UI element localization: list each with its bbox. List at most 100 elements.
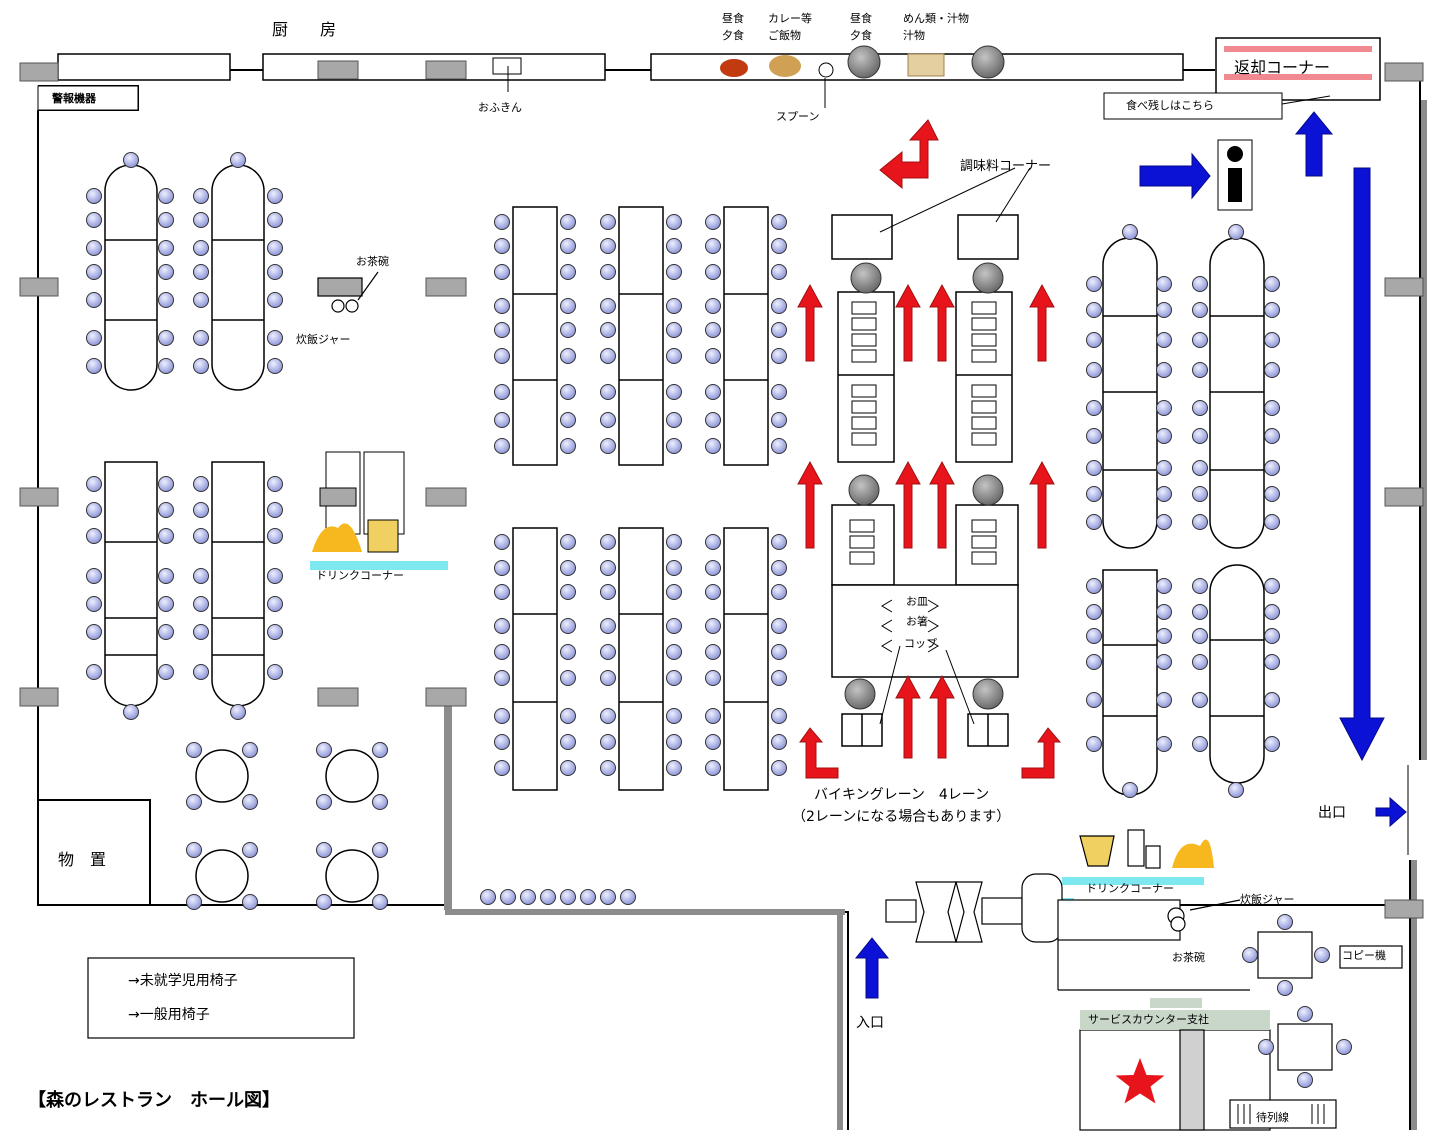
chair bbox=[158, 476, 174, 492]
legend-general-chair-label: →一般用椅子 bbox=[128, 1007, 210, 1023]
chair bbox=[1192, 332, 1208, 348]
chair bbox=[1086, 302, 1102, 318]
teacup-left-label: お茶碗 bbox=[356, 255, 389, 268]
chair bbox=[123, 704, 139, 720]
chair bbox=[666, 618, 682, 634]
chair bbox=[560, 734, 576, 750]
chair bbox=[600, 534, 616, 550]
legend-box bbox=[87, 957, 355, 1039]
chair bbox=[666, 708, 682, 724]
return-corner-label: 返却コーナー bbox=[1234, 58, 1331, 77]
chair bbox=[267, 188, 283, 204]
chair bbox=[158, 292, 174, 308]
chopsticks-label: お箸 bbox=[906, 615, 928, 628]
chair bbox=[1192, 628, 1208, 644]
chair bbox=[1156, 332, 1172, 348]
chair bbox=[1156, 628, 1172, 644]
chair bbox=[600, 708, 616, 724]
chair bbox=[86, 188, 102, 204]
legend-kids-chair-label: →未就学児用椅子 bbox=[128, 973, 238, 989]
chair bbox=[242, 742, 258, 758]
chair bbox=[158, 188, 174, 204]
chair bbox=[1192, 578, 1208, 594]
chair bbox=[158, 240, 174, 256]
chair bbox=[1122, 782, 1138, 798]
chair bbox=[1264, 302, 1280, 318]
chair bbox=[1192, 362, 1208, 378]
chair bbox=[494, 214, 510, 230]
chair bbox=[267, 664, 283, 680]
chair bbox=[1086, 362, 1102, 378]
chair bbox=[1086, 604, 1102, 620]
chair bbox=[771, 618, 787, 634]
chair bbox=[193, 292, 209, 308]
chair bbox=[1156, 692, 1172, 708]
chair bbox=[666, 238, 682, 254]
chair bbox=[1086, 400, 1102, 416]
chair bbox=[1156, 736, 1172, 752]
chair bbox=[1264, 276, 1280, 292]
chair bbox=[316, 742, 332, 758]
alarm-box bbox=[37, 85, 139, 111]
chair bbox=[494, 384, 510, 400]
chair bbox=[600, 734, 616, 750]
napkin-label: おふきん bbox=[478, 101, 522, 114]
chair bbox=[316, 894, 332, 910]
leader-lines bbox=[507, 66, 1031, 725]
chair bbox=[771, 298, 787, 314]
chair bbox=[666, 670, 682, 686]
chair bbox=[1192, 302, 1208, 318]
chair bbox=[1122, 224, 1138, 240]
seasoning-label: 調味料コーナー bbox=[960, 159, 1052, 174]
chair bbox=[230, 704, 246, 720]
chair bbox=[600, 298, 616, 314]
chair bbox=[1264, 428, 1280, 444]
chair bbox=[372, 742, 388, 758]
chair bbox=[771, 584, 787, 600]
chair bbox=[494, 348, 510, 364]
chair bbox=[267, 502, 283, 518]
chair bbox=[242, 842, 258, 858]
chair bbox=[1264, 514, 1280, 530]
chair bbox=[705, 214, 721, 230]
copier-label: コピー機 bbox=[1342, 949, 1386, 962]
chair bbox=[1297, 1072, 1313, 1088]
chair bbox=[267, 240, 283, 256]
chair bbox=[1258, 1039, 1274, 1055]
chair bbox=[86, 212, 102, 228]
chair bbox=[494, 584, 510, 600]
chair bbox=[267, 528, 283, 544]
rice-jar-left bbox=[317, 271, 379, 313]
service-area bbox=[885, 829, 1403, 1131]
chair bbox=[186, 842, 202, 858]
chair bbox=[372, 794, 388, 810]
chair bbox=[1192, 400, 1208, 416]
chair bbox=[666, 214, 682, 230]
chair bbox=[666, 734, 682, 750]
chair bbox=[186, 794, 202, 810]
chair bbox=[158, 502, 174, 518]
chair bbox=[267, 568, 283, 584]
chair bbox=[1264, 362, 1280, 378]
chair bbox=[560, 889, 576, 905]
chair bbox=[123, 152, 139, 168]
chair bbox=[1192, 654, 1208, 670]
chair bbox=[1156, 514, 1172, 530]
chair bbox=[86, 240, 102, 256]
chair bbox=[560, 412, 576, 428]
chair bbox=[666, 412, 682, 428]
chair bbox=[560, 238, 576, 254]
chair bbox=[242, 894, 258, 910]
chair bbox=[705, 644, 721, 660]
chair bbox=[193, 188, 209, 204]
chair bbox=[158, 330, 174, 346]
center-tables bbox=[512, 206, 769, 791]
chair bbox=[316, 842, 332, 858]
chair bbox=[600, 560, 616, 576]
red-arrows bbox=[797, 119, 1062, 779]
chair bbox=[1264, 400, 1280, 416]
chair bbox=[600, 412, 616, 428]
chair bbox=[1192, 604, 1208, 620]
chair bbox=[1192, 486, 1208, 502]
chair bbox=[666, 644, 682, 660]
